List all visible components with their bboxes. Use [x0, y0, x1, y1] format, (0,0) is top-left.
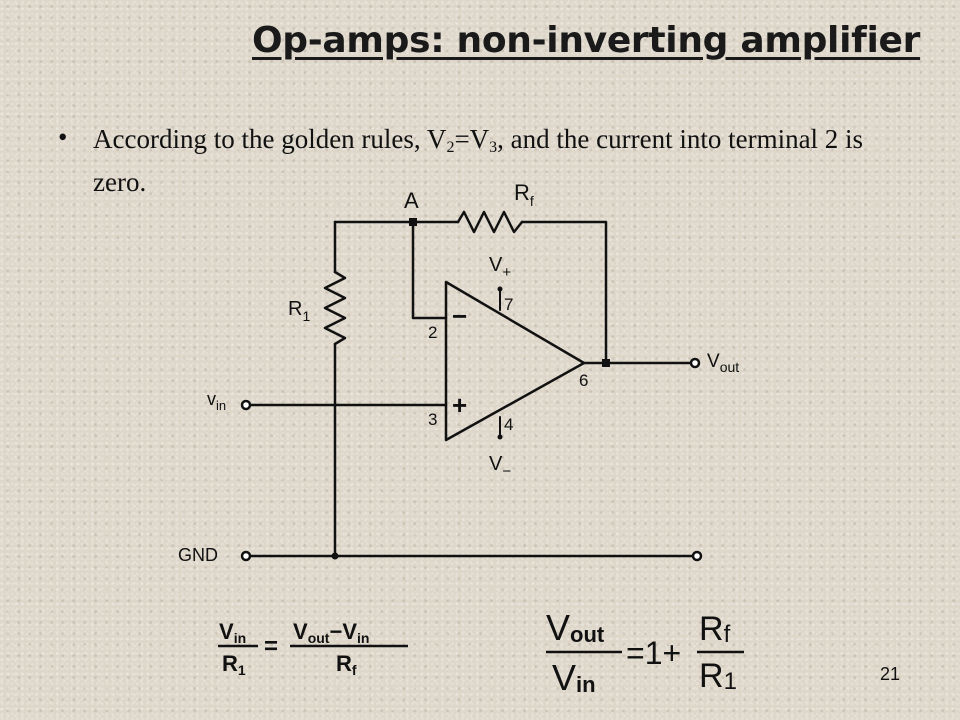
wire-top-right: [520, 220, 608, 365]
rf-label-main: R: [514, 180, 530, 205]
r1-label-main: R: [288, 298, 302, 320]
rf-label: Rf: [514, 180, 534, 209]
junction-gnd: [331, 552, 339, 560]
eq1-den: R1: [222, 651, 246, 678]
eq2-den: Vin: [552, 657, 596, 698]
pin-2-label: 2: [428, 323, 437, 342]
r1-label-sub: 1: [302, 308, 310, 324]
bullet-text-part: , and the current into terminal 2 is zer…: [93, 124, 864, 197]
bullet-text: According to the golden rules, V2=V3, an…: [93, 122, 883, 199]
eq2-num-main: V: [546, 607, 570, 648]
eq1-rnum-a-sub: out: [308, 630, 330, 646]
rf-label-sub: f: [530, 193, 534, 209]
vin-label-sub: in: [216, 398, 226, 413]
pin-4-label: 4: [504, 415, 513, 434]
supply-dot-plus: [497, 286, 503, 292]
slide-title: Op-amps: non-inverting amplifier: [252, 20, 921, 61]
supply-dot-minus: [497, 434, 503, 440]
wire-a-to-inverting: [411, 220, 448, 320]
eq1-rnum: Vout−Vin: [293, 619, 369, 646]
vminus-label-sub: −: [502, 463, 511, 480]
node-a-label: A: [404, 188, 419, 213]
eq2-den-main: V: [552, 657, 576, 698]
gnd-terminal-left: [240, 550, 252, 562]
vplus-label: V+: [489, 254, 511, 281]
bullet-text-part: According to the golden rules, V: [93, 124, 447, 154]
subscript-3: 3: [489, 139, 498, 156]
pin-3-label: 3: [428, 410, 437, 429]
eq1-den-main: R: [222, 651, 238, 676]
eq2-fden: R1: [699, 657, 737, 695]
eq1-den-sub: 1: [238, 662, 246, 678]
vplus-label-sub: +: [502, 264, 511, 281]
eq1-rnum-a-main: V: [293, 619, 308, 644]
vout-label-sub: out: [720, 359, 740, 375]
r1-label: R1: [288, 298, 310, 324]
pin-6-label: 6: [579, 371, 588, 390]
junction-output: [602, 359, 610, 367]
subscript-2: 2: [446, 139, 455, 156]
gnd-label: GND: [178, 545, 218, 565]
eq1-num-main: V: [219, 619, 234, 644]
eq2-fnum: Rf: [699, 610, 731, 648]
vminus-label-main: V: [489, 453, 503, 475]
eq2-den-sub: in: [576, 672, 596, 697]
vplus-label-main: V: [489, 254, 503, 276]
inverting-sign: −: [452, 301, 467, 331]
eq1-equals: =: [264, 633, 278, 660]
eq1-rden-main: R: [336, 651, 352, 676]
equation-gain: Vout Vin =1+ Rf R1: [546, 607, 744, 698]
vout-label-main: V: [707, 351, 720, 372]
eq1-rden-sub: f: [352, 662, 357, 678]
eq2-fden-main: R: [699, 657, 724, 695]
eq2-fden-sub: 1: [724, 668, 737, 695]
slide-number: 21: [880, 664, 901, 684]
rf-resistor: [456, 210, 524, 234]
eq1-rnum-b-sub: in: [357, 630, 369, 646]
eq2-num: Vout: [546, 607, 605, 648]
eq2-equals-one-plus: =1+: [626, 635, 681, 671]
eq2-fnum-sub: f: [724, 621, 731, 648]
gnd-terminal-right: [691, 550, 703, 562]
eq1-rnum-b-main: V: [342, 619, 357, 644]
eq1-rden: Rf: [336, 651, 357, 678]
eq1-rnum-minus: −: [329, 619, 342, 644]
pin-7-label: 7: [504, 295, 513, 314]
noninverting-sign: +: [452, 390, 467, 420]
junction-node-a: [409, 218, 417, 226]
r1-resistor: [323, 270, 347, 346]
eq2-fnum-main: R: [699, 610, 724, 648]
op-amp-triangle: [444, 280, 586, 442]
vin-label-main: v: [207, 389, 216, 409]
vminus-label: V−: [489, 453, 511, 480]
eq1-num: Vin: [219, 619, 246, 646]
vout-terminal: [689, 357, 701, 369]
vin-label: vin: [207, 389, 226, 413]
vin-terminal: [240, 399, 252, 411]
vout-label: Vout: [707, 351, 739, 375]
bullet-text-part: =V: [454, 124, 490, 154]
equation-current-balance: Vin R1 = Vout−Vin Rf: [218, 619, 408, 678]
eq1-num-sub: in: [234, 630, 246, 646]
bullet-marker: •: [58, 122, 68, 152]
eq2-num-sub: out: [570, 622, 605, 647]
